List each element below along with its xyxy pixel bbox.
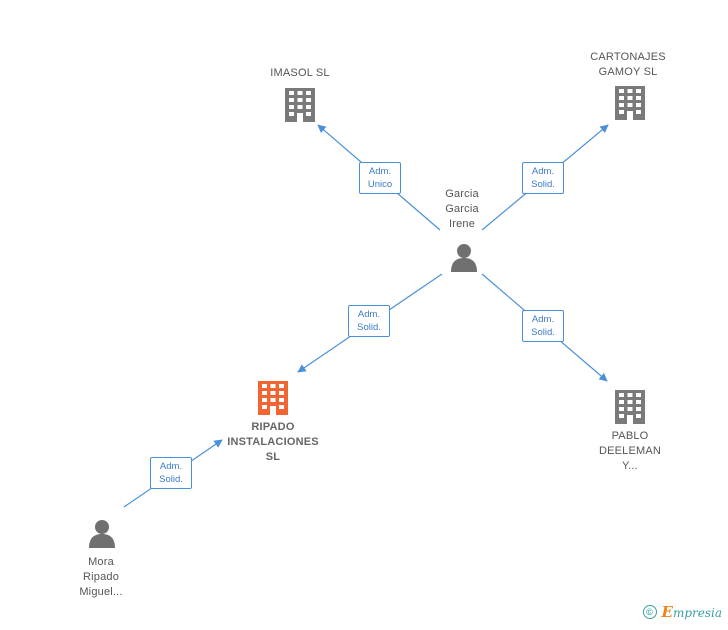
brand-initial: E xyxy=(661,603,673,621)
building-icon[interactable] xyxy=(615,86,645,120)
node-label-mora[interactable]: Mora Ripado Miguel... xyxy=(79,556,123,598)
node-label-ripado[interactable]: RIPADO INSTALACIONES SL xyxy=(227,421,319,463)
brand-logo: Empresia xyxy=(662,603,723,621)
person-icon[interactable] xyxy=(89,520,115,548)
footer-brand: © Empresia xyxy=(642,602,723,622)
edge-label-garcia-ripado: Adm. Solid. xyxy=(348,305,390,337)
node-label-pablo[interactable]: PABLO DEELEMAN Y... xyxy=(598,430,662,472)
edge-label-garcia-cartonajes: Adm. Solid. xyxy=(522,162,564,194)
building-icon[interactable] xyxy=(615,390,645,424)
edge-label-garcia-imasol: Adm. Unico xyxy=(359,162,401,194)
node-label-garcia[interactable]: Garcia Garcia Irene xyxy=(445,188,479,230)
node-label-imasol[interactable]: IMASOL SL xyxy=(270,67,330,79)
node-label-cartonajes[interactable]: CARTONAJES GAMOY SL xyxy=(590,51,666,78)
building-icon[interactable] xyxy=(285,88,315,122)
edge-label-garcia-pablo: Adm. Solid. xyxy=(522,310,564,342)
person-icon[interactable] xyxy=(451,244,477,272)
brand-name: mpresia xyxy=(672,606,722,620)
building-icon[interactable] xyxy=(258,381,288,415)
edge-label-mora-ripado: Adm. Solid. xyxy=(150,457,192,489)
copyright-icon: © xyxy=(642,605,657,619)
